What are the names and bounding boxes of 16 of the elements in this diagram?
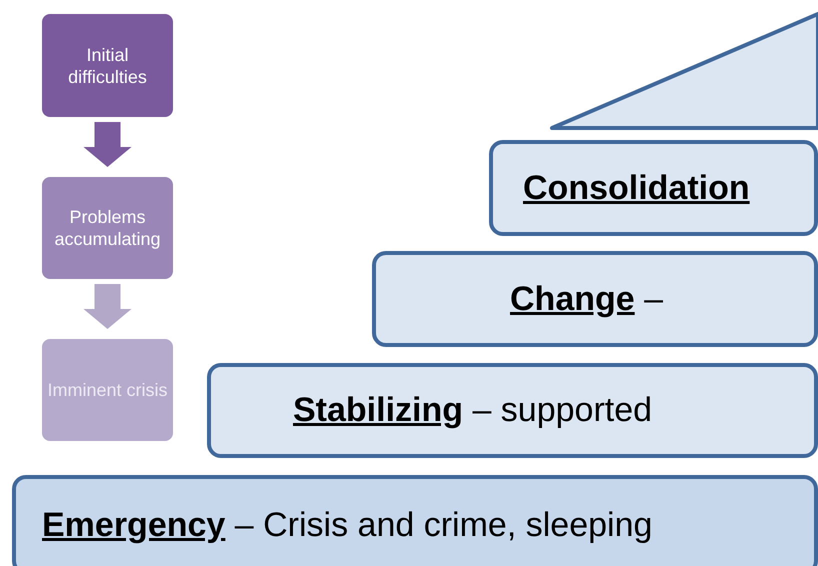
step-box: [372, 251, 818, 347]
process-box: [42, 177, 173, 279]
step-label: Emergency – Crisis and crime, sleeping: [42, 506, 652, 544]
box-label: Initial difficulties: [67, 44, 148, 88]
box-label: Imminent crisis: [47, 379, 168, 401]
step-box: [489, 140, 818, 236]
step-label: Consolidation: [523, 168, 750, 208]
block-arrow: [84, 122, 132, 167]
step-label: Stabilizing – supported: [293, 391, 652, 430]
process-box: [42, 339, 173, 441]
step-label: Change –: [510, 280, 664, 318]
process-box: [42, 14, 173, 117]
step-box: [12, 475, 818, 566]
box-label: Problems accumulating: [53, 206, 162, 250]
block-arrow: [84, 284, 132, 329]
step-box: [207, 363, 818, 458]
